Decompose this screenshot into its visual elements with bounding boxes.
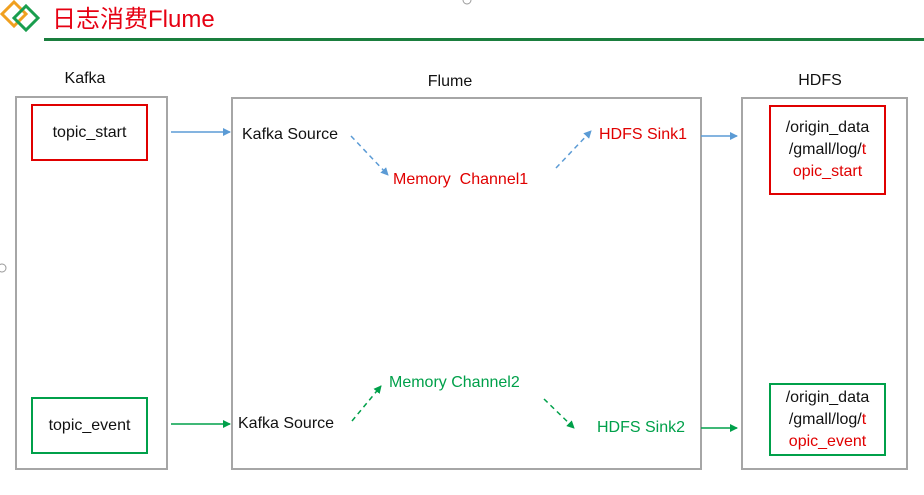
- flume-column-header: Flume: [427, 73, 473, 90]
- kafka-column-header: Kafka: [64, 70, 106, 87]
- flume-panel: [231, 97, 702, 470]
- path-event-line2: /gmall/log/t: [789, 409, 866, 431]
- topic-event-label: topic_event: [48, 416, 131, 434]
- topic-start-label: topic_start: [52, 123, 127, 141]
- memory-channel-2: Memory Channel2: [389, 374, 520, 391]
- path-event-line2-prefix: /gmall/log/: [788, 410, 862, 428]
- arrow-channel2-to-sink2: [543, 398, 575, 429]
- diamond-logo-icon: [0, 0, 41, 33]
- path-event-line2-suffix: t: [861, 410, 867, 428]
- kafka-source-1: Kafka Source: [242, 126, 339, 143]
- hdfs-sink-2: HDFS Sink2: [597, 419, 686, 436]
- path-start-line2: /gmall/log/t: [789, 139, 866, 161]
- arrow-source2-to-channel2: [351, 385, 382, 422]
- path-start-line1: /origin_data: [785, 119, 870, 136]
- arrow-channel1-to-sink1: [555, 130, 592, 169]
- hdfs-sink-1: HDFS Sink1: [599, 126, 688, 143]
- hdfs-path-event-box: /origin_data /gmall/log/t opic_event: [769, 383, 886, 456]
- path-event-line3: opic_event: [788, 432, 867, 450]
- hdfs-column-header: HDFS: [798, 72, 842, 89]
- path-start-line3: opic_start: [792, 163, 863, 180]
- path-start-line2-suffix: t: [861, 141, 867, 158]
- slide-handle-top: [462, 0, 472, 5]
- memory-channel-1: Memory Channel1: [393, 171, 529, 188]
- topic-event-box: topic_event: [31, 397, 148, 454]
- title-divider: [44, 38, 924, 41]
- path-event-line1: /origin_data: [785, 388, 870, 406]
- path-start-line2-prefix: /gmall/log/: [788, 141, 862, 158]
- page-title: 日志消费Flume: [52, 6, 215, 33]
- topic-start-box: topic_start: [31, 104, 148, 161]
- hdfs-path-start-box: /origin_data /gmall/log/t opic_start: [769, 105, 886, 195]
- slide-handle-left: [0, 263, 7, 273]
- kafka-source-2: Kafka Source: [238, 415, 335, 432]
- arrow-source1-to-channel1: [350, 135, 389, 176]
